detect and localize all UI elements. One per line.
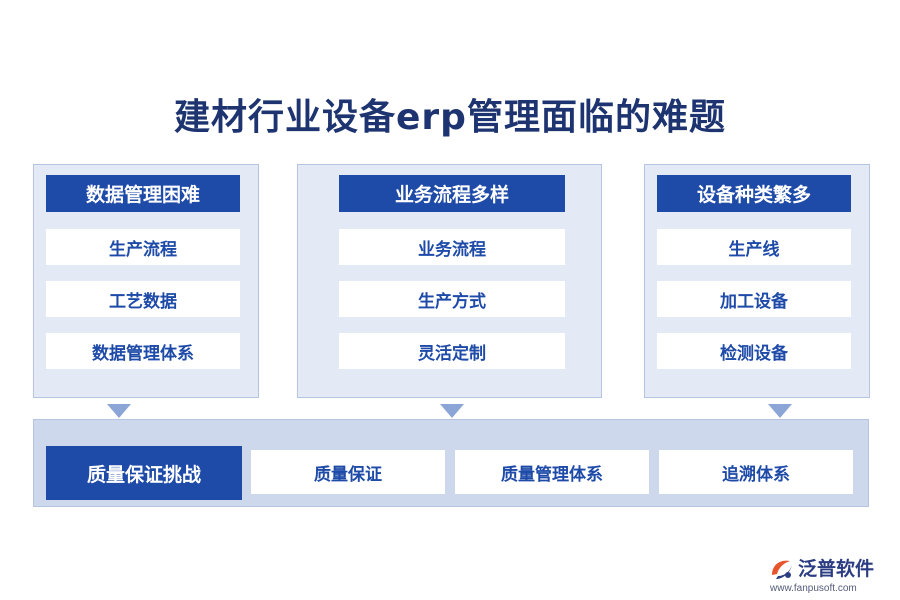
panel-data-management: 数据管理困难 生产流程 工艺数据 数据管理体系 (33, 164, 259, 398)
panel-equipment-types: 设备种类繁多 生产线 加工设备 检测设备 (644, 164, 870, 398)
panel-item: 业务流程 (339, 229, 565, 265)
panel-item: 生产方式 (339, 281, 565, 317)
panel-item: 灵活定制 (339, 333, 565, 369)
logo-url: www.fanpusoft.com (770, 583, 857, 594)
panel-item: 加工设备 (657, 281, 851, 317)
panel-item: 生产流程 (46, 229, 240, 265)
down-arrow-icon (107, 404, 131, 418)
diagram-title: 建材行业设备erp管理面临的难题 (174, 97, 726, 138)
bottom-item: 追溯体系 (659, 450, 853, 494)
panel-business-process: 业务流程多样 业务流程 生产方式 灵活定制 (297, 164, 602, 398)
brand-logo: 泛普软件 www.fanpusoft.com (768, 552, 893, 596)
panel-header: 数据管理困难 (46, 175, 240, 212)
panel-header: 设备种类繁多 (657, 175, 851, 212)
panel-item: 数据管理体系 (46, 333, 240, 369)
bottom-item: 质量管理体系 (455, 450, 649, 494)
down-arrow-icon (768, 404, 792, 418)
logo-name: 泛普软件 (798, 558, 875, 580)
fanpu-logo-icon (772, 560, 792, 579)
bottom-header: 质量保证挑战 (46, 446, 242, 500)
panel-item: 工艺数据 (46, 281, 240, 317)
panel-item: 检测设备 (657, 333, 851, 369)
down-arrow-icon (440, 404, 464, 418)
panel-item: 生产线 (657, 229, 851, 265)
panel-quality-assurance: 质量保证挑战 质量保证 质量管理体系 追溯体系 (33, 419, 869, 507)
bottom-item: 质量保证 (251, 450, 445, 494)
panel-header: 业务流程多样 (339, 175, 565, 212)
